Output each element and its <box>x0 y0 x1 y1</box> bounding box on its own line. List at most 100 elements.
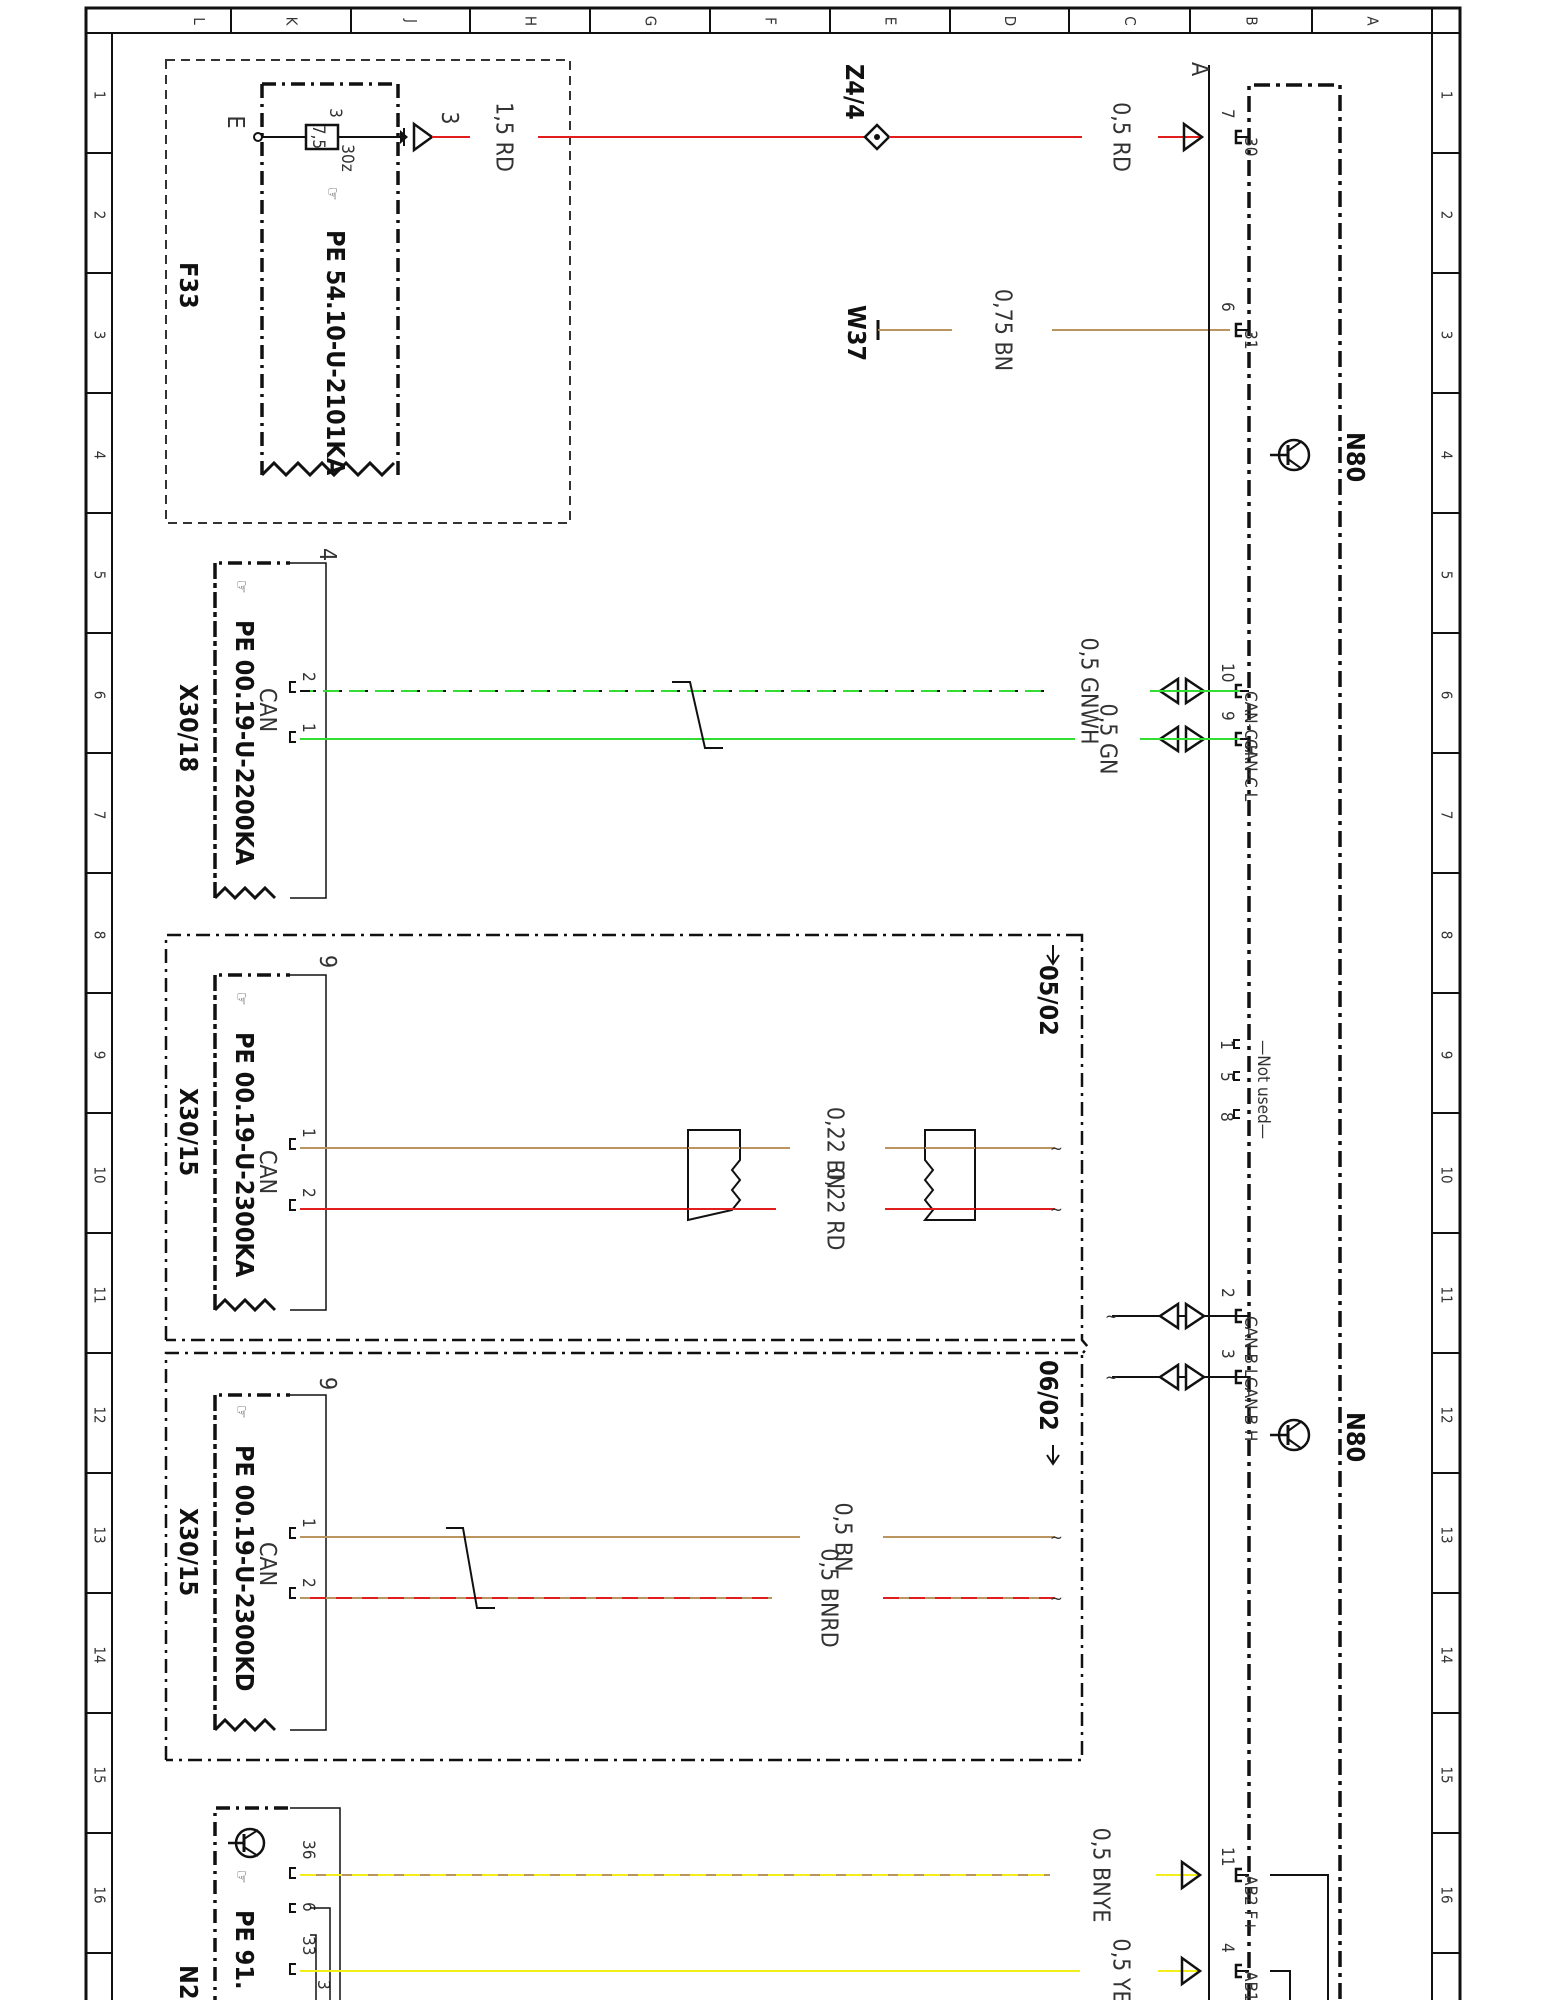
f33-pin-out: 3 <box>436 111 462 124</box>
n2-pin-3: 3 <box>313 1980 333 1990</box>
row-label: 6 <box>1438 691 1456 700</box>
column-label: L <box>190 17 208 25</box>
svg-text:~: ~ <box>1105 1368 1118 1388</box>
wire-w5-label: 0,5 GN <box>1095 704 1121 775</box>
column-label: J <box>402 18 420 23</box>
f33-ref: PE 54.10-U-2101KA <box>321 230 350 476</box>
n80-pin-signal: AB2 F+ <box>1240 1875 1260 1932</box>
row-label: 13 <box>91 1526 109 1543</box>
variant-05-02-box <box>164 933 1075 1342</box>
row-label: 16 <box>91 1886 109 1903</box>
x30-15a-pin-9: 9 <box>314 955 340 968</box>
x30-15b-pin-9: 9 <box>314 1377 340 1390</box>
transistor-icon <box>1270 1418 1311 1452</box>
pointer-hand-icon: ☞ <box>231 1405 251 1419</box>
row-label: 12 <box>91 1406 109 1423</box>
column-label: H <box>522 16 540 26</box>
not-used-pin-1: 1 <box>1216 1040 1236 1050</box>
n80-pin-number: 10 <box>1217 663 1237 682</box>
shield-break-right-icon <box>922 1129 976 1221</box>
row-label: 16 <box>1438 1886 1456 1903</box>
row-label: 4 <box>1438 451 1456 460</box>
x30-18-pin-1: 1 <box>298 723 318 733</box>
n2-pin-36: 36 <box>298 1840 318 1859</box>
x30-18-ref: PE 00.19-U-2200KA <box>230 620 259 866</box>
row-label: 15 <box>91 1766 109 1783</box>
n80-pin-number: 2 <box>1217 1288 1237 1298</box>
row-label: 10 <box>1438 1166 1456 1183</box>
row-label: 11 <box>91 1286 109 1303</box>
svg-text:~: ~ <box>1050 1528 1063 1548</box>
x30-15b-ref: PE 00.19-U-2300KD <box>230 1445 259 1691</box>
row-label: 3 <box>1438 331 1456 340</box>
n80-pin-signal: CAN-B L <box>1240 1316 1260 1378</box>
f33-break-mark <box>260 460 396 478</box>
row-label: 9 <box>1438 1051 1456 1060</box>
x30-15a-box <box>213 973 290 1310</box>
n80-input-arrow-icon <box>1182 121 1205 153</box>
w37-label: W37 <box>842 305 871 361</box>
wire-w6-label: 0,22 BN <box>822 1107 848 1189</box>
bidirectional-connector-icon <box>1157 1362 1207 1392</box>
column-label: B <box>1243 16 1261 25</box>
n2-pin-33: 33 <box>298 1936 318 1955</box>
n80-module-box <box>1247 83 1342 2000</box>
x30-15b-pin-2: 2 <box>298 1578 318 1588</box>
column-label: C <box>1121 16 1139 25</box>
pointer-hand-icon: ☞ <box>231 1870 251 1884</box>
row-label: 1 <box>1438 91 1456 100</box>
x30-18-pin-4: 4 <box>314 548 340 561</box>
z4-4-label: Z4/4 <box>840 64 869 120</box>
wire-w7-label: 0,22 RD <box>822 1168 848 1251</box>
row-label: 14 <box>91 1646 109 1663</box>
svg-text:~: ~ <box>1050 1139 1063 1159</box>
x30-15b-box <box>213 1393 290 1730</box>
n2-box <box>213 1806 290 2005</box>
row-label: 6 <box>91 691 109 700</box>
not-used-pin-5: 5 <box>1216 1072 1236 1082</box>
row-label: 8 <box>91 931 109 940</box>
not-used-label: —Not used— <box>1253 1040 1273 1139</box>
row-label: 15 <box>1438 1766 1456 1783</box>
n80-pin-number: 3 <box>1217 1349 1237 1359</box>
f33-inner-box <box>260 82 400 475</box>
row-label: 5 <box>1438 571 1456 580</box>
wire-w11-label: 0,5 YE <box>1108 1938 1134 2000</box>
wire-w9-label: 0,5 BNRD <box>816 1548 842 1647</box>
n80-pin-number: 9 <box>1217 711 1237 721</box>
x30-18-box <box>213 561 290 898</box>
f33-outer-box <box>165 59 571 524</box>
column-label: G <box>642 16 660 26</box>
column-label: A <box>1364 16 1382 26</box>
n80-pin-signal: CAN-C L <box>1240 739 1260 802</box>
pointer-hand-icon: ☞ <box>322 187 342 201</box>
row-label: 10 <box>91 1166 109 1183</box>
outer-border <box>84 6 1462 2005</box>
row-label: 11 <box>1438 1286 1456 1303</box>
terminal-e-label: E <box>222 115 248 128</box>
row-label: 2 <box>91 211 109 220</box>
n80-pin-number: 7 <box>1217 109 1237 119</box>
n80-pin-number: 11 <box>1217 1847 1237 1866</box>
x30-18-pin-2: 2 <box>298 672 318 682</box>
x30-15a-pin-2: 2 <box>298 1188 318 1198</box>
wire-w8-label: 0,5 BN <box>830 1502 856 1571</box>
shield-break-left-icon <box>687 1129 742 1222</box>
fuse-icon <box>304 123 340 151</box>
row-label: 3 <box>91 331 109 340</box>
n80-input-arrow-icon <box>1180 1955 1203 1987</box>
n80-pin-signal: CAN-B H <box>1240 1377 1260 1441</box>
n80-pin-signal: 30 <box>1240 137 1260 156</box>
n80-pin-number: 4 <box>1217 1943 1237 1953</box>
n80-connector-a: A <box>1186 62 1212 76</box>
n80-input-arrow-icon <box>1180 1859 1203 1891</box>
inner-border <box>111 32 1433 2005</box>
column-label: D <box>1001 16 1019 26</box>
row-label: 7 <box>1438 811 1456 820</box>
row-label: 14 <box>1438 1646 1456 1663</box>
n80-pin: 631 <box>1217 302 1260 349</box>
terminal-e-icon <box>253 132 263 142</box>
